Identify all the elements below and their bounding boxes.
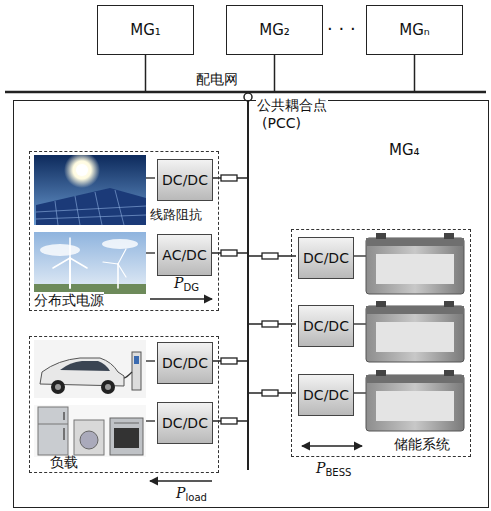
pcc-abbr: (PCC) [262,115,301,132]
converter-box: DC/DC [298,374,354,416]
bus-label: 配电网 [196,71,238,88]
storage-group: 储能系统 DC/DC DC/DC DC/DC [291,229,471,457]
power-label: PBESS [316,460,352,479]
node-text: DC/DC [162,355,208,371]
converter-box: DC/DC [298,237,354,279]
microgrid-box: MG₂ [226,5,323,55]
node-text: DC/DC [162,172,208,188]
converter-box: DC/DC [157,159,213,201]
power-label: PDG [174,275,199,294]
node-text: MGₙ [399,21,430,39]
microgrid-box: MG₁ [97,5,194,55]
node-text: 负载 [50,454,78,472]
node-text: AC/DC [162,247,206,263]
converter-box: DC/DC [298,305,354,347]
node-text: 分布式电源 [34,292,104,310]
ellipsis: · · · [327,18,356,40]
node-text: 储能系统 [394,436,450,454]
power-label: Pload [176,485,207,504]
node-text: MG₂ [259,21,290,39]
microgrid-box: MGₙ [366,5,463,55]
node-text: DC/DC [303,387,349,403]
converter-box: DC/DC [157,402,213,444]
microgrid-frame: MG₄ 分布式电源 DC/DC AC/DC 负载 DC/DC DC/DC 储能系统 DC/DC D… [13,100,489,508]
node-text: DC/DC [303,250,349,266]
impedance-label: 线路阻抗 [150,207,202,223]
pcc-label: 公共耦合点 [256,97,328,114]
node-text: MG₁ [130,21,161,39]
converter-box: AC/DC [157,234,212,276]
converter-box: DC/DC [157,342,213,384]
node-text: DC/DC [303,318,349,334]
node-text: MG₄ [389,141,420,159]
node-text: DC/DC [162,415,208,431]
load-group: 负载 DC/DC DC/DC [29,336,219,473]
